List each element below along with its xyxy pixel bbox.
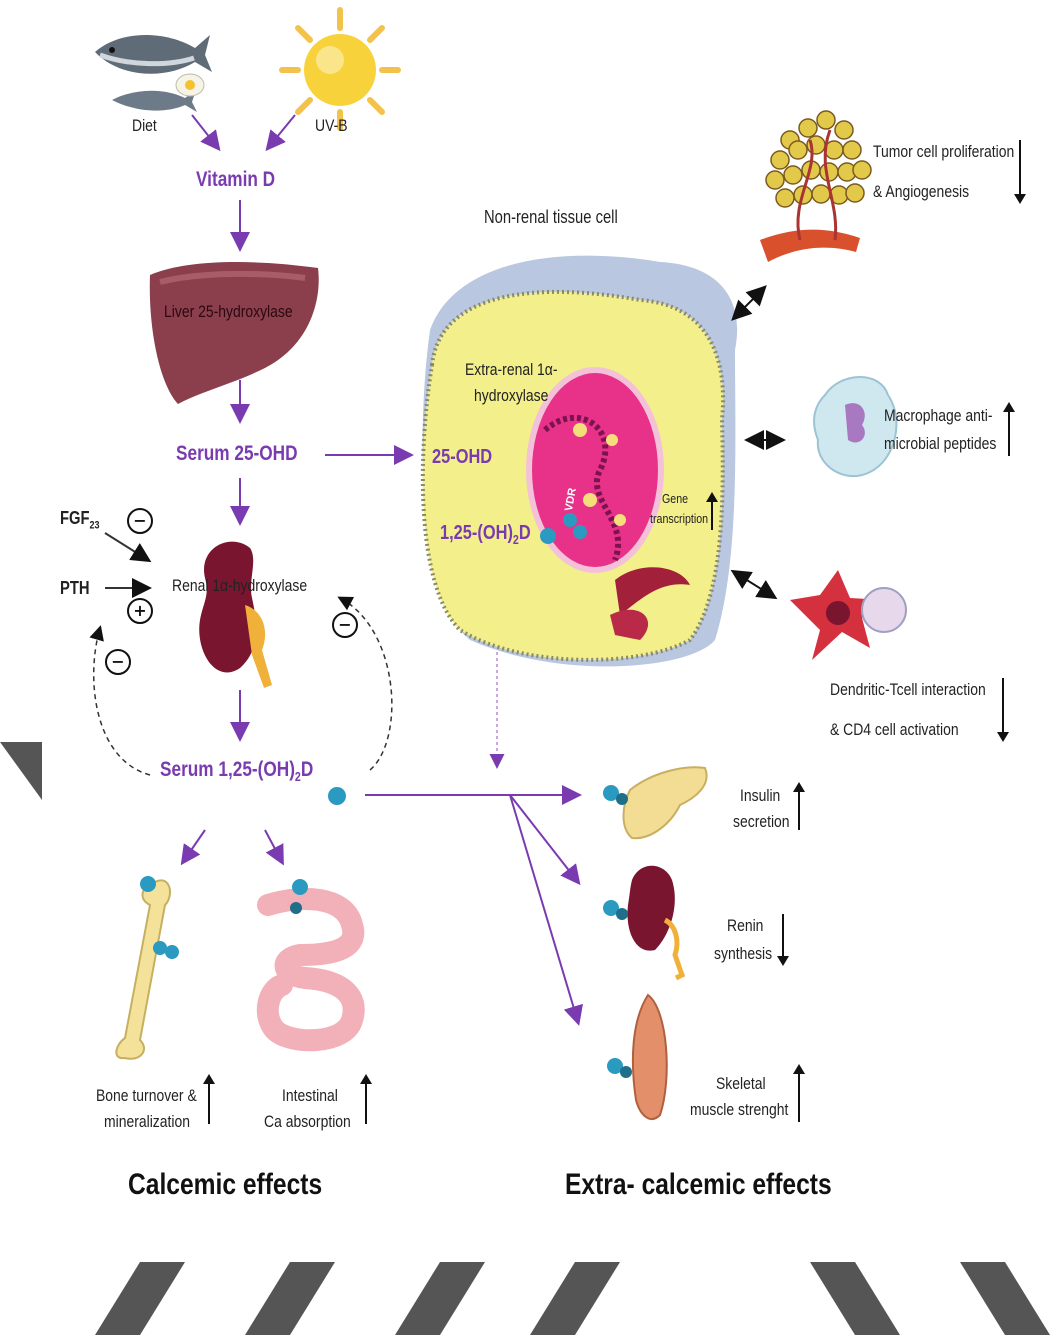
bone-line1: Bone turnover &	[96, 1082, 197, 1109]
tumor-vessel-icon	[760, 111, 871, 262]
up-arrow-icon	[798, 784, 800, 830]
up-arrow-icon	[365, 1076, 367, 1124]
renal-label: Renal 1α-hydroxylase	[172, 572, 307, 599]
serum-125-label: Serum 1,25-(OH)2D	[160, 758, 313, 784]
tumor-line1: Tumor cell proliferation	[873, 138, 1014, 165]
bone-line2: mineralization	[104, 1108, 190, 1135]
extra-renal-line1: Extra-renal 1α-	[465, 356, 558, 383]
tumor-line2: & Angiogenesis	[873, 178, 969, 205]
down-arrow-icon	[782, 914, 784, 964]
sun-icon	[282, 10, 398, 128]
plus-icon: +	[127, 598, 153, 624]
liver-icon	[150, 262, 319, 404]
dendritic-cell-icon	[790, 570, 906, 660]
renin-line1: Renin	[727, 912, 763, 939]
road-stripes	[0, 742, 1050, 1335]
fish-icon	[95, 35, 212, 112]
kidney-small-icon	[603, 866, 682, 978]
pancreas-icon	[603, 767, 707, 838]
macrophage-line2: microbial peptides	[884, 430, 996, 457]
gene-line2: transcription	[650, 510, 708, 528]
up-arrow-icon	[1008, 404, 1010, 456]
cell-25ohd-label: 25-OHD	[432, 446, 492, 469]
renin-line2: synthesis	[714, 940, 772, 967]
insulin-line1: Insulin	[740, 782, 780, 809]
bone-icon	[116, 876, 179, 1059]
vitamin-d-label: Vitamin D	[196, 168, 275, 192]
minus-icon: −	[105, 649, 131, 675]
muscle-icon	[607, 995, 667, 1119]
dendritic-line1: Dendritic-Tcell interaction	[830, 676, 986, 703]
cell-calcitriol-label: 1,25-(OH)2D	[440, 522, 531, 547]
intestinal-line1: Intestinal	[282, 1082, 338, 1109]
skeletal-line2: muscle strenght	[690, 1096, 788, 1123]
kidney-icon	[199, 542, 272, 688]
fgf23-label: FGF23	[60, 508, 100, 532]
up-arrow-icon	[208, 1076, 210, 1124]
dendritic-line2: & CD4 cell activation	[830, 716, 959, 743]
up-arrow-icon	[798, 1066, 800, 1122]
intestinal-line2: Ca absorption	[264, 1108, 351, 1135]
skeletal-line1: Skeletal	[716, 1070, 766, 1097]
uvb-label: UV-B	[315, 112, 348, 139]
down-arrow-icon	[1019, 140, 1021, 202]
cell-title: Non-renal tissue cell	[484, 204, 618, 231]
calcemic-heading: Calcemic effects	[128, 1168, 322, 1202]
insulin-line2: secretion	[733, 808, 790, 835]
extra-renal-line2: hydroxylase	[474, 382, 548, 409]
minus-icon: −	[127, 508, 153, 534]
pth-label: PTH	[60, 578, 90, 599]
macrophage-line1: Macrophage anti-	[884, 402, 992, 429]
extra-calcemic-heading: Extra- calcemic effects	[565, 1168, 832, 1202]
serum-25ohd-label: Serum 25-OHD	[176, 442, 298, 466]
gene-line1: Gene	[662, 490, 688, 508]
intestine-icon	[268, 879, 354, 1040]
ligand-icon	[328, 787, 346, 805]
down-arrow-icon	[1002, 678, 1004, 740]
up-arrow-icon	[711, 494, 713, 530]
minus-icon: −	[332, 612, 358, 638]
liver-label: Liver 25-hydroxylase	[164, 298, 293, 325]
diet-label: Diet	[132, 112, 157, 139]
